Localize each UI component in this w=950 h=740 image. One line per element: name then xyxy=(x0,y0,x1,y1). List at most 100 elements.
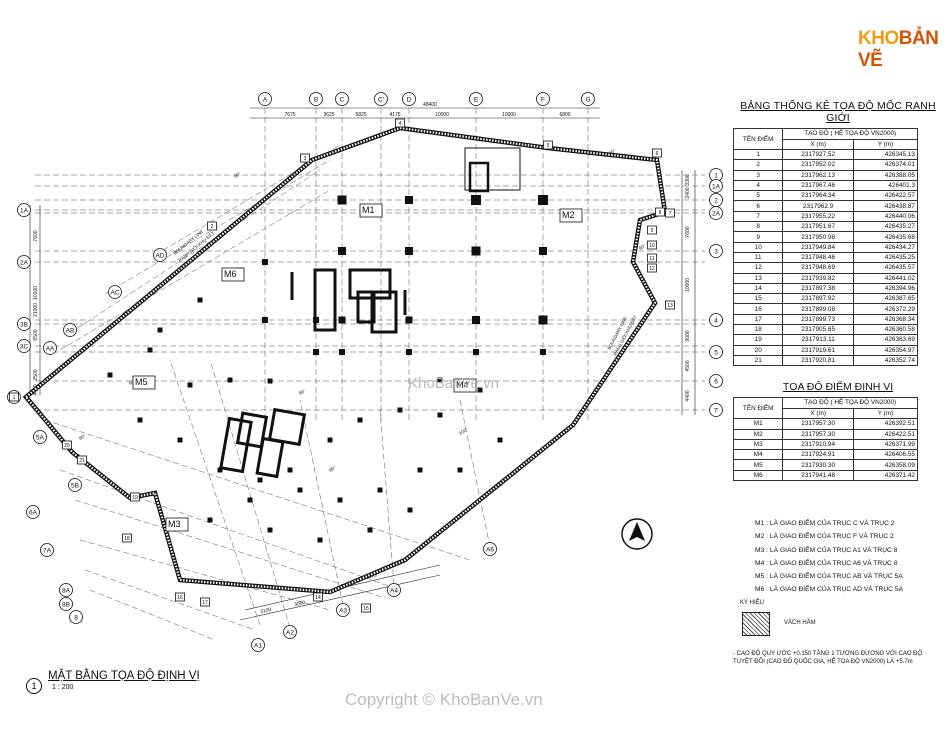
point-box xyxy=(665,208,675,218)
table-cell-x: 2317967.46 xyxy=(782,179,854,192)
left-axis-bubble: 5A xyxy=(33,430,47,444)
bubble-circle xyxy=(63,323,77,337)
dim-value: 4400 xyxy=(685,390,691,401)
point-box xyxy=(543,140,553,150)
table-cell-x: 2317910.94 xyxy=(782,438,854,451)
diagonal-axis-lines xyxy=(44,144,491,641)
table-cell-n: M6 xyxy=(732,469,784,482)
bubble-circle xyxy=(709,179,723,193)
column xyxy=(540,349,546,355)
table-cell-x: 2317919.61 xyxy=(782,344,854,356)
dim-value: 3300 xyxy=(685,174,691,185)
column xyxy=(472,316,480,324)
point-box xyxy=(647,263,657,273)
table-cell-n: 1 xyxy=(732,148,784,161)
left-axis-bubble: 8B xyxy=(59,597,73,611)
marker-box xyxy=(221,267,245,282)
table-cell-n: 19 xyxy=(732,334,784,346)
bubble-circle xyxy=(17,339,31,353)
locator-table-title: TỌA ĐỘ ĐIỂM ĐỊNH VỊ xyxy=(782,381,894,394)
bubble-circle xyxy=(153,248,167,262)
column xyxy=(337,195,347,205)
dim-line xyxy=(239,574,441,621)
column xyxy=(538,315,548,325)
bubble-label: 1A xyxy=(20,207,29,214)
bubble-label: 6 xyxy=(714,378,718,385)
table-cell-n: 9 xyxy=(732,231,784,243)
locator-coordinates-table: TÊN ĐIỂM TẠO ĐỘ ( HỆ TỌA ĐỘ VN2000) X (m… xyxy=(732,397,919,482)
column xyxy=(257,477,263,483)
boundary-point: 9 xyxy=(647,225,657,235)
bubble-label: 5A xyxy=(36,434,45,441)
dim-value: 7600 xyxy=(685,226,691,237)
core-wall xyxy=(255,436,285,479)
bubble-circle xyxy=(283,625,297,639)
col-y-header: Y (m) xyxy=(852,138,919,150)
left-axis-bubble: 5B xyxy=(68,478,82,492)
bottom-axis-bubble: A4 xyxy=(387,583,401,597)
point-box xyxy=(313,592,323,602)
bubble-circle xyxy=(536,92,550,106)
table-cell-n: 2 xyxy=(732,159,784,171)
point-box xyxy=(655,207,665,217)
column xyxy=(313,349,319,355)
point-label: 7 xyxy=(669,211,672,217)
bubble-label: AA xyxy=(46,345,55,352)
bubble-circle xyxy=(17,255,31,269)
diag-axis xyxy=(59,189,331,351)
table-cell-y: 426371.99 xyxy=(852,438,919,451)
drawing-number: 1 xyxy=(26,678,42,694)
bubble-label: 2A xyxy=(20,259,29,266)
bubble-circle xyxy=(709,403,723,417)
dim-value: 7675 xyxy=(284,112,295,118)
table-cell-n: M3 xyxy=(732,438,784,451)
diag-axis xyxy=(44,419,471,561)
core-wall xyxy=(348,268,392,300)
table-cell-x: 2317962.9 xyxy=(782,200,854,212)
bubble-label: 7A xyxy=(43,547,52,554)
angle-label: 96° xyxy=(298,388,307,396)
boundary-point: 19 xyxy=(130,492,140,502)
column xyxy=(406,349,412,355)
column xyxy=(317,537,323,543)
angle-label: 90° xyxy=(128,378,137,386)
bubble-label: A xyxy=(263,96,268,103)
diag-axis xyxy=(89,589,216,641)
bubble-circle xyxy=(59,583,73,597)
note-line: M4 : LÀ GIAO ĐIỂM CỦA TRỤC A6 VÀ TRỤC 8 xyxy=(755,559,898,567)
table-cell-n: M5 xyxy=(732,459,784,471)
note-line: M2 : LÀ GIAO ĐIỂM CỦA TRỤC F VÀ TRỤC 2 xyxy=(755,533,894,541)
axis-bubbles: ABCC'DEFG11A22A34567'1A2A3B3C45A5B6A7A8A… xyxy=(7,92,723,652)
boundary-point: 21 xyxy=(77,455,87,465)
bubble-circle xyxy=(709,244,723,258)
table-cell-n: 7 xyxy=(732,210,784,223)
bubble-circle xyxy=(43,341,57,355)
right-axis-bubble: 5 xyxy=(709,345,723,359)
locator-marker: M5 xyxy=(132,375,156,390)
column xyxy=(267,378,273,384)
table-cell-n: 17 xyxy=(732,313,784,326)
boundary-point: 10 xyxy=(647,240,657,250)
column xyxy=(437,412,443,418)
bubble-label: C xyxy=(340,96,345,103)
bubble-circle xyxy=(258,92,272,106)
bubble-circle xyxy=(68,478,82,492)
table-cell-x: 2317941.48 xyxy=(782,469,854,482)
legend-label: VÁCH HẦM xyxy=(784,620,816,626)
table-cell-y: 426360.58 xyxy=(852,324,919,336)
point-label: 15 xyxy=(363,606,369,612)
bubble-label: C' xyxy=(378,96,384,103)
diagonal-axis-bubble: AC xyxy=(108,285,122,299)
bubble-label: D xyxy=(407,96,412,103)
dim-value: 21000 xyxy=(33,303,39,317)
table-cell-n: 11 xyxy=(732,251,784,264)
diag-axis xyxy=(69,169,321,334)
table-cell-x: 2317957.30 xyxy=(782,428,854,440)
table-cell-n: 8 xyxy=(732,221,784,233)
table-cell-x: 2317927.52 xyxy=(782,148,854,161)
